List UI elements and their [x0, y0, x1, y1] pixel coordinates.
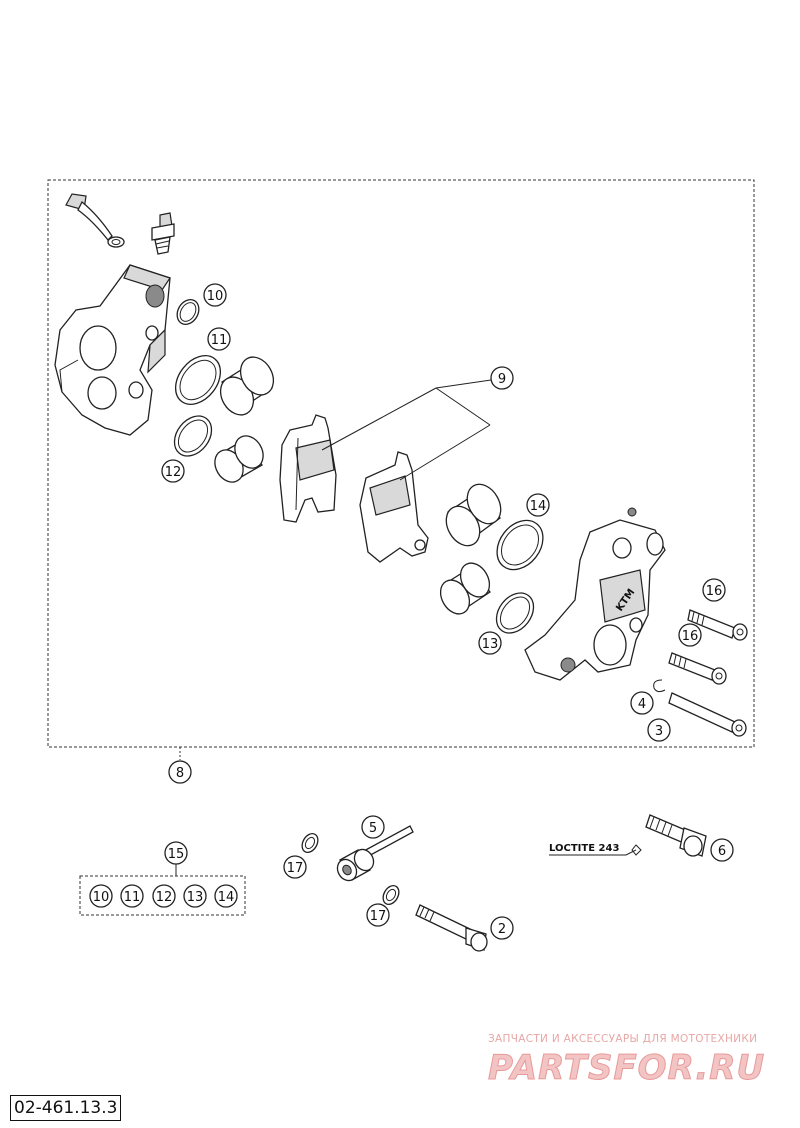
- svg-text:12: 12: [165, 465, 182, 480]
- mounting-bolt-6: [645, 814, 707, 857]
- callout-17-upper: 17: [283, 855, 307, 879]
- callout-16-lower: 16: [678, 623, 702, 647]
- kit-item-13: 13: [183, 884, 207, 908]
- callout-4: 4: [630, 691, 654, 715]
- svg-text:11: 11: [211, 333, 228, 348]
- svg-text:16: 16: [682, 629, 699, 644]
- svg-text:11: 11: [124, 890, 141, 905]
- svg-text:17: 17: [370, 909, 387, 924]
- washer-17-lower: [382, 885, 400, 905]
- kit-item-14: 14: [214, 884, 238, 908]
- callout-3: 3: [647, 718, 671, 742]
- piston-lower-left: [214, 435, 264, 483]
- piston-upper-right: [445, 483, 502, 547]
- brake-pad-left: [279, 414, 337, 523]
- svg-text:15: 15: [168, 847, 185, 862]
- seal-ring-14: [496, 519, 544, 571]
- callout-10: 10: [203, 283, 227, 307]
- retaining-clip-4: [653, 679, 666, 693]
- watermark-tagline: ЗАПЧАСТИ И АКСЕССУАРЫ ДЛЯ МОТОТЕХНИКИ: [488, 1033, 758, 1045]
- svg-text:16: 16: [706, 584, 723, 599]
- callout-15: 15: [164, 841, 188, 865]
- kit-item-12: 12: [152, 884, 176, 908]
- leader-9: [321, 387, 491, 481]
- washer-17-upper: [301, 833, 319, 853]
- svg-text:12: 12: [156, 890, 173, 905]
- bolt-16-lower: [668, 652, 727, 685]
- callout-13: 13: [478, 631, 502, 655]
- callout-8: 8: [168, 760, 192, 784]
- callout-17-lower: 17: [366, 903, 390, 927]
- watermark-logo: PARTSFOR.RU: [487, 1048, 766, 1089]
- bolt-16-upper: [687, 609, 748, 641]
- svg-text:9: 9: [498, 372, 506, 387]
- seal-ring-12: [173, 415, 213, 457]
- kit-item-10: 10: [89, 884, 113, 908]
- right-caliper-half: KTM: [524, 507, 666, 681]
- brake-hose-banjo-5: [336, 825, 414, 882]
- brake-pad-right: [359, 451, 429, 563]
- piston-lower-right: [439, 562, 491, 615]
- seal-ring-11: [174, 355, 222, 405]
- svg-text:6: 6: [718, 844, 726, 859]
- piston-upper-left: [219, 356, 275, 416]
- svg-text:5: 5: [369, 821, 377, 836]
- seal-ring-13: [495, 592, 535, 634]
- svg-text:4: 4: [638, 697, 646, 712]
- callout-6: 6: [710, 838, 734, 862]
- left-caliper-half: [54, 264, 171, 436]
- svg-text:3: 3: [655, 724, 663, 739]
- callout-12: 12: [161, 459, 185, 483]
- bleeder-cap: [65, 193, 125, 248]
- banjo-bolt-2: [415, 904, 488, 952]
- svg-text:14: 14: [218, 890, 235, 905]
- document-number: 02-461.13.3: [10, 1095, 122, 1121]
- svg-text:13: 13: [482, 637, 499, 652]
- svg-text:10: 10: [93, 890, 110, 905]
- pad-pin-3: [668, 692, 747, 737]
- kit-item-11: 11: [120, 884, 144, 908]
- svg-text:2: 2: [498, 922, 506, 937]
- seal-ring-10: [176, 299, 200, 325]
- bleeder-valve: [151, 212, 175, 255]
- svg-text:10: 10: [207, 289, 224, 304]
- callout-5: 5: [361, 815, 385, 839]
- callout-11: 11: [207, 327, 231, 351]
- callout-16-upper: 16: [702, 578, 726, 602]
- svg-text:13: 13: [187, 890, 204, 905]
- callout-9: 9: [490, 366, 514, 390]
- svg-text:8: 8: [176, 766, 184, 781]
- caliper-assembly-frame: [47, 179, 755, 748]
- callout-2: 2: [490, 916, 514, 940]
- svg-text:17: 17: [287, 861, 304, 876]
- seal-kit-box: [79, 875, 246, 916]
- svg-text:14: 14: [530, 499, 547, 514]
- callout-14: 14: [526, 493, 550, 517]
- loctite-label: LOCTITE 243: [549, 843, 619, 854]
- loctite-note: LOCTITE 243: [549, 843, 642, 856]
